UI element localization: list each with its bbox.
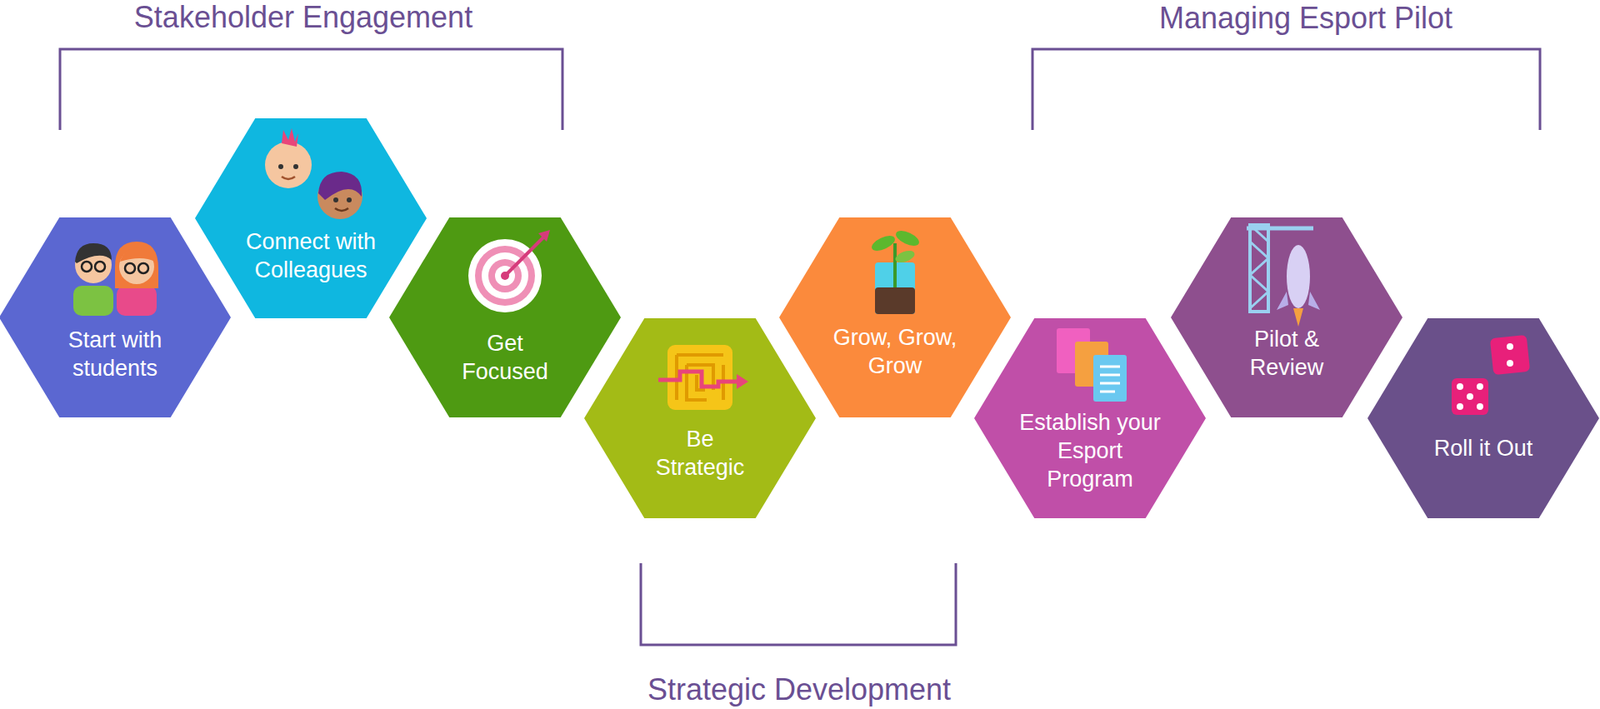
group-bracket <box>640 563 956 645</box>
hexagon-fill <box>195 118 427 319</box>
step-label: Establish your Esport Program <box>1015 409 1165 494</box>
group-heading: Stakeholder Engagement <box>134 0 473 35</box>
step-label: Grow, Grow, Grow <box>828 324 962 381</box>
hexagon-fill <box>0 217 231 418</box>
step-label: Start with students <box>52 326 178 384</box>
hexagon-step: Establish your Esport Program <box>974 318 1206 519</box>
hexagon-step: Be Strategic <box>584 318 816 519</box>
step-label: Roll it Out <box>1400 435 1567 464</box>
group-heading: Managing Esport Pilot <box>1159 0 1453 36</box>
text-wrap: Establish your Esport Program <box>1015 409 1165 494</box>
hexagon-fill <box>1170 217 1403 418</box>
hexagon-shape <box>779 217 1011 418</box>
hexagon-step: Connect with Colleagues <box>195 118 427 319</box>
hexagon-fill <box>584 318 816 519</box>
hexagon-step: Get Focused <box>389 217 621 418</box>
hexagon-step: Grow, Grow, Grow <box>779 217 1011 418</box>
text-wrap: Grow, Grow, Grow <box>828 324 962 381</box>
text-wrap: Start with students <box>52 326 178 384</box>
hexagon-fill <box>974 318 1206 519</box>
step-label: Be Strategic <box>645 425 755 483</box>
group-heading: Strategic Development <box>647 672 951 708</box>
hexagon-step: Pilot & Review <box>1170 217 1403 418</box>
hexagon-shape <box>584 318 816 519</box>
group-bracket <box>1032 49 1540 130</box>
hexagon-shape <box>0 217 231 418</box>
step-label: Get Focused <box>455 330 555 387</box>
text-wrap: Roll it Out <box>1400 435 1567 464</box>
hexagon-step: Start with students <box>0 217 231 418</box>
text-wrap: Be Strategic <box>645 425 755 483</box>
text-wrap: Pilot & Review <box>1236 325 1337 383</box>
hexagon-shape <box>1367 318 1600 519</box>
text-wrap: Connect with Colleagues <box>235 228 386 285</box>
step-label: Connect with Colleagues <box>235 228 386 285</box>
hexagon-step: Roll it Out <box>1367 318 1600 519</box>
hexagon-fill <box>389 217 621 418</box>
hexagon-shape <box>195 118 427 319</box>
hexagon-fill <box>779 217 1011 418</box>
hexagon-shape <box>1170 217 1403 418</box>
hexagon-fill <box>1367 318 1600 519</box>
step-label: Pilot & Review <box>1236 325 1337 383</box>
group-bracket <box>60 49 563 130</box>
text-wrap: Get Focused <box>455 330 555 387</box>
hexagon-shape <box>389 217 621 418</box>
